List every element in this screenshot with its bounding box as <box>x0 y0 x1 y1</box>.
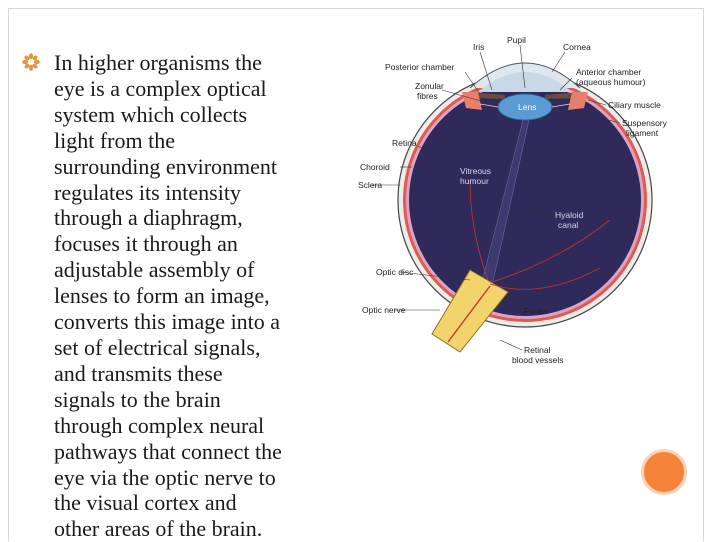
ciliary-body-left <box>462 92 482 110</box>
label-choroid: Choroid <box>360 162 390 172</box>
zonular-fibres-right <box>551 103 571 108</box>
zonular-fibres-left <box>479 103 499 108</box>
anterior-chamber <box>478 72 572 92</box>
label-pupil: Pupil <box>507 35 526 45</box>
label-anterior-chamber-2: (aqueous humour) <box>576 77 646 87</box>
ciliary-body-right <box>568 92 588 110</box>
label-suspensory-1: Suspensory <box>622 118 668 128</box>
label-retina: Retina <box>392 138 417 148</box>
label-posterior-chamber: Posterior chamber <box>385 62 455 72</box>
sun-flower-bullet-icon <box>22 53 40 71</box>
label-cornea: Cornea <box>563 42 591 52</box>
optic-nerve-vessel <box>447 285 491 343</box>
optic-nerve-shape <box>431 269 509 353</box>
label-anterior-chamber-1: Anterior chamber <box>576 67 641 77</box>
body-paragraph: In higher organisms the eye is a complex… <box>54 50 282 542</box>
label-optic-nerve: Optic nerve <box>362 305 406 315</box>
label-hyaloid-2: canal <box>558 220 578 230</box>
label-zonular-2: fibres <box>417 91 438 101</box>
label-lens: Lens <box>518 102 536 112</box>
vitreous-body <box>409 84 641 316</box>
label-suspensory-2: ligament <box>626 128 659 138</box>
label-retinal-1: Retinal <box>524 345 551 355</box>
label-zonular-1: Zonular <box>415 81 444 91</box>
label-retinal-2: blood vessels <box>512 355 564 365</box>
decorative-orange-circle <box>641 449 687 495</box>
label-vitreous-2: humour <box>460 176 489 186</box>
label-optic-disc: Optic disc <box>376 267 414 277</box>
retinal-vessels <box>469 179 611 290</box>
label-hyaloid-1: Hyaloid <box>555 210 584 220</box>
eye-anatomy-diagram: Iris Pupil Cornea Posterior chamber Zonu… <box>358 35 668 365</box>
label-ciliary-muscle: Ciliary muscle <box>608 100 661 110</box>
slide-frame <box>8 8 704 541</box>
label-fovea: Fovea <box>524 306 548 316</box>
label-iris: Iris <box>473 42 484 52</box>
label-vitreous-1: Vitreous <box>460 166 491 176</box>
label-sclera: Sclera <box>358 180 382 190</box>
